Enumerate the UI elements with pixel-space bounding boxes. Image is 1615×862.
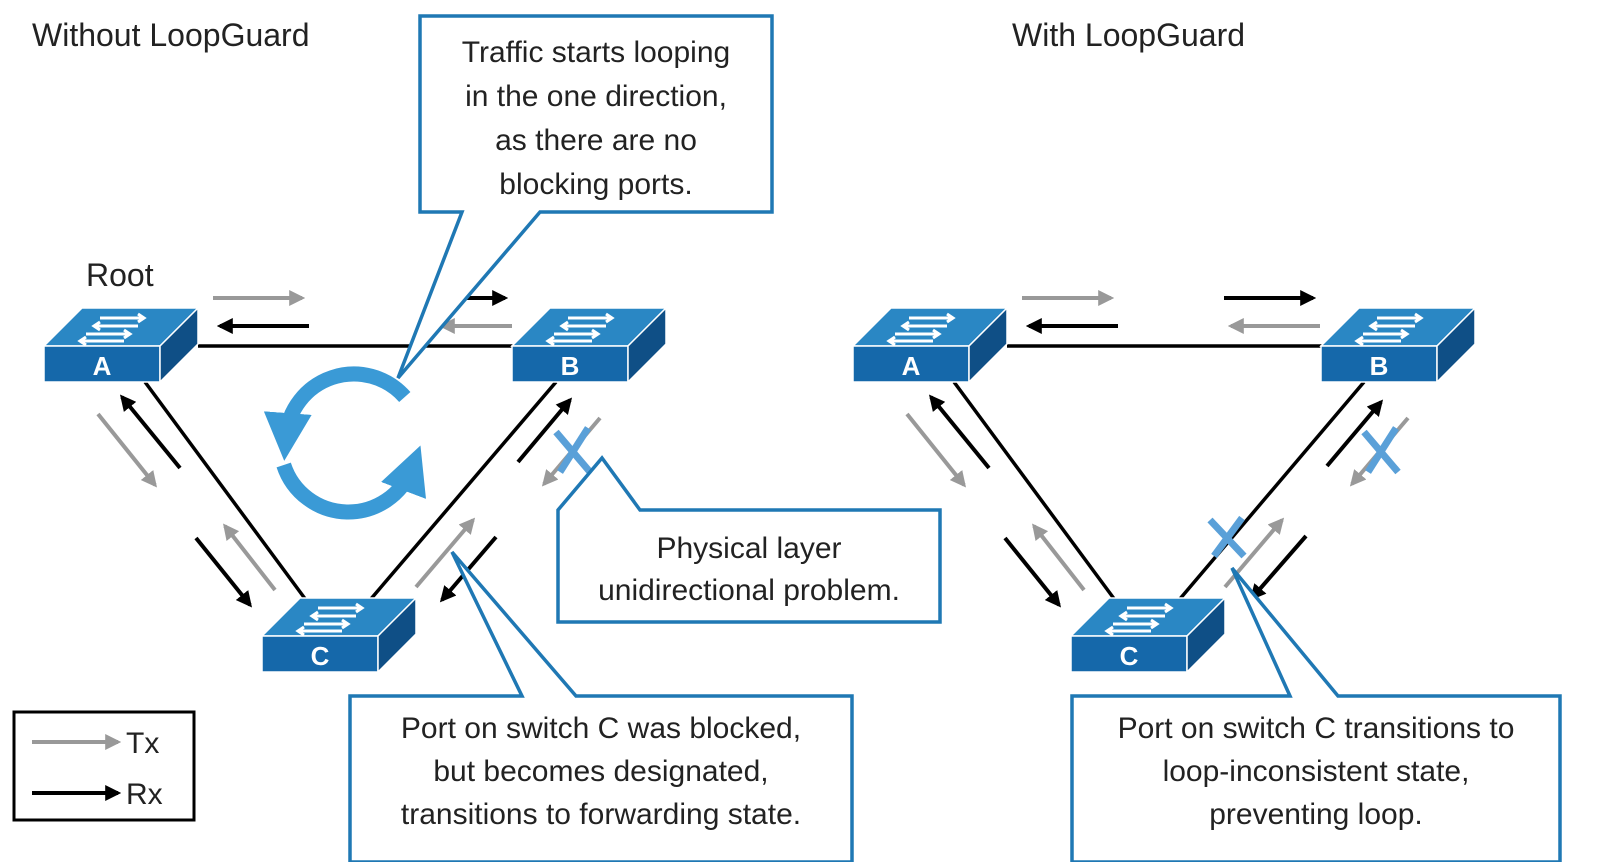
callout-port-right-line-1: Port on switch C transitions to xyxy=(1118,712,1515,745)
right-panel-title: With LoopGuard xyxy=(1012,17,1245,53)
callout-port-left-line-1: Port on switch C was blocked, xyxy=(401,712,801,745)
tx-arrow xyxy=(96,412,158,488)
switch-c-label: C xyxy=(311,641,330,671)
tx-arrow xyxy=(905,412,967,488)
callout-port-left-line-3: transitions to forwarding state. xyxy=(401,798,801,831)
left-ab-arrows xyxy=(213,290,512,334)
switch-c-label: C xyxy=(1120,641,1139,671)
rx-arrow xyxy=(1325,399,1384,468)
switch-b-label: B xyxy=(561,351,580,381)
right-ac-arrows xyxy=(905,394,1086,608)
right-bc-arrows xyxy=(1223,399,1410,601)
left-links xyxy=(143,344,558,602)
callout-port-right-line-2: loop-inconsistent state, xyxy=(1163,755,1470,788)
callout-port-left: Port on switch C was blocked, but become… xyxy=(348,550,854,862)
left-panel-title: Without LoopGuard xyxy=(32,17,310,53)
switch-a-label: A xyxy=(93,351,112,381)
switch-b-label: B xyxy=(1370,351,1389,381)
callout-physical-line-2: unidirectional problem. xyxy=(598,574,900,607)
rx-arrow xyxy=(516,397,573,464)
switch-b-icon: B xyxy=(510,306,668,384)
left-ac-arrows xyxy=(96,394,277,608)
rx-arrow xyxy=(194,536,253,608)
callout-loop: Traffic starts looping in the one direct… xyxy=(396,14,774,380)
loop-inconsistent-port-x-icon xyxy=(1207,515,1247,559)
switch-c-icon: C xyxy=(1069,596,1227,674)
callout-loop-line-4: blocking ports. xyxy=(499,168,692,201)
unidirectional-failure-x-icon xyxy=(553,426,593,475)
switch-c-icon: C xyxy=(260,596,418,674)
loop-cycle-icon xyxy=(263,366,426,520)
link-a-c xyxy=(143,380,308,602)
unidirectional-failure-x-icon xyxy=(1361,426,1401,475)
right-ab-arrows xyxy=(1022,290,1320,334)
link-b-c xyxy=(368,380,558,602)
link-a-c xyxy=(952,380,1117,602)
rx-arrow xyxy=(1249,534,1308,601)
callout-loop-line-1: Traffic starts looping xyxy=(462,36,730,69)
tx-arrow xyxy=(223,523,277,592)
switch-b-icon: B xyxy=(1319,306,1477,384)
callout-port-right: Port on switch C transitions to loop-inc… xyxy=(1070,566,1562,862)
tx-arrow xyxy=(414,517,476,589)
rx-arrow xyxy=(928,394,991,470)
callout-port-left-line-2: but becomes designated, xyxy=(433,755,768,788)
legend-tx-label: Tx xyxy=(126,727,159,760)
callout-loop-line-3: as there are no xyxy=(495,124,697,157)
rx-arrow xyxy=(119,394,182,470)
callout-loop-line-2: in the one direction, xyxy=(465,80,727,113)
rx-arrow xyxy=(439,535,498,603)
switch-a-icon: A xyxy=(851,306,1009,384)
left-bc-arrows xyxy=(414,397,602,603)
switch-a-label: A xyxy=(902,351,921,381)
switch-a-icon: A xyxy=(42,306,200,384)
callout-physical: Physical layer unidirectional problem. xyxy=(556,455,942,624)
callout-physical-line-1: Physical layer xyxy=(656,532,841,565)
tx-arrow xyxy=(1032,523,1086,592)
legend-rx-label: Rx xyxy=(126,778,163,811)
callout-port-right-line-3: preventing loop. xyxy=(1209,798,1423,831)
legend: Tx Rx xyxy=(12,710,196,822)
link-b-c xyxy=(1177,380,1366,602)
right-panel: With LoopGuard xyxy=(851,17,1562,862)
right-links xyxy=(952,344,1366,602)
left-panel: Without LoopGuard Root xyxy=(12,14,942,862)
root-label: Root xyxy=(86,257,154,293)
rx-arrow xyxy=(1003,536,1062,608)
